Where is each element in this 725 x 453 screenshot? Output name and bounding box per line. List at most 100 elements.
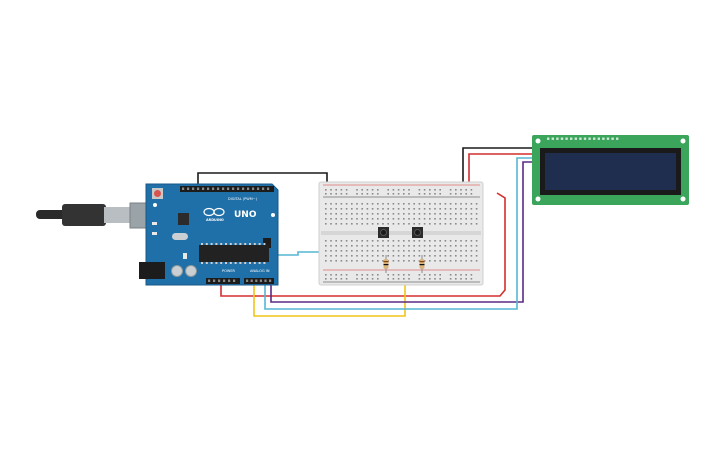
chip-leg xyxy=(220,243,223,245)
breadboard-hole xyxy=(460,213,462,215)
breadboard-hole xyxy=(470,255,473,257)
breadboard-hole xyxy=(351,203,353,205)
arduino-board[interactable]: DIGITAL (PWM~) ARDUINO UNO POWER ANALOG … xyxy=(139,183,279,286)
breadboard-hole xyxy=(429,208,431,210)
pushbutton-1[interactable] xyxy=(378,227,389,238)
breadboard-hole xyxy=(455,240,457,242)
breadboard-hole xyxy=(330,208,332,210)
breadboard-hole xyxy=(345,240,348,242)
breadboard-hole xyxy=(397,245,400,247)
breadboard-hole xyxy=(371,240,374,242)
breadboard-hole xyxy=(465,213,467,215)
breadboard-hole xyxy=(351,223,353,225)
resistor-2[interactable] xyxy=(419,255,425,273)
breadboard-hole xyxy=(418,218,421,220)
breadboard-hole xyxy=(439,218,441,220)
wire-lcd-gnd[interactable] xyxy=(462,147,533,190)
pushbutton-2-cap[interactable] xyxy=(414,229,421,236)
breadboard-hole xyxy=(351,255,353,257)
wire-lcd-vcc[interactable] xyxy=(468,153,533,190)
breadboard-hole xyxy=(465,203,467,205)
breadboard-hole xyxy=(418,250,421,252)
breadboard-hole xyxy=(397,218,400,220)
breadboard-hole xyxy=(351,218,353,220)
breadboard-hole xyxy=(475,223,478,225)
breadboard-hole xyxy=(356,278,358,280)
breadboard-hole xyxy=(449,260,452,262)
breadboard-hole xyxy=(429,240,431,242)
breadboard-hole xyxy=(361,189,363,191)
breadboard-hole xyxy=(439,250,441,252)
breadboard-hole xyxy=(418,274,421,276)
breadboard-hole xyxy=(475,218,478,220)
header-pin xyxy=(187,187,190,190)
breadboard-hole xyxy=(361,213,363,215)
breadboard-hole xyxy=(340,203,343,205)
breadboard-hole xyxy=(408,193,410,195)
chip-leg xyxy=(225,243,227,245)
reset-button[interactable] xyxy=(154,190,161,197)
breadboard-hole xyxy=(377,189,379,191)
smd-2 xyxy=(152,232,157,235)
breadboard-hole xyxy=(371,245,374,247)
breadboard-hole xyxy=(366,223,369,225)
breadboard-hole xyxy=(382,203,384,205)
wire-purple-lcd[interactable] xyxy=(270,161,533,303)
breadboard-hole xyxy=(397,250,400,252)
lcd-pin xyxy=(606,137,610,140)
icsp-header xyxy=(263,238,271,248)
breadboard-hole xyxy=(434,274,436,276)
breadboard-hole xyxy=(361,203,363,205)
breadboard-hole xyxy=(377,223,379,225)
breadboard-hole xyxy=(455,250,457,252)
lcd-pin xyxy=(579,137,582,140)
breadboard-hole xyxy=(366,189,369,191)
chip-leg xyxy=(205,262,208,264)
breadboard-hole xyxy=(460,260,462,262)
arduino-logo-icon-2 xyxy=(213,207,225,217)
breadboard-hole xyxy=(361,245,363,247)
breadboard-hole xyxy=(387,255,389,257)
breadboard-hole xyxy=(449,240,452,242)
chip-leg xyxy=(210,262,213,264)
capacitor-2 xyxy=(185,265,197,277)
pushbutton-2[interactable] xyxy=(412,227,423,238)
breadboard-hole xyxy=(475,240,478,242)
breadboard-hole xyxy=(413,208,415,210)
lcd-module[interactable] xyxy=(532,135,689,205)
header-pin xyxy=(192,187,195,190)
breadboard-hole xyxy=(340,223,343,225)
breadboard-hole xyxy=(408,260,410,262)
breadboard-hole xyxy=(392,255,395,257)
header-pin xyxy=(182,187,185,190)
wire-cyan-lcd[interactable] xyxy=(264,157,533,310)
breadboard-hole xyxy=(434,203,436,205)
breadboard-hole xyxy=(418,260,421,262)
breadboard-hole xyxy=(403,218,405,220)
breadboard-hole xyxy=(392,250,395,252)
breadboard-hole xyxy=(356,218,358,220)
mount-hole-1 xyxy=(153,203,157,207)
breadboard-hole xyxy=(392,189,395,191)
wire-5v[interactable] xyxy=(220,192,506,297)
breadboard-hole xyxy=(470,278,473,280)
breadboard-hole xyxy=(449,203,452,205)
breadboard-hole xyxy=(325,213,327,215)
breadboard-hole xyxy=(325,278,327,280)
breadboard-hole xyxy=(439,189,441,191)
breadboard-hole xyxy=(361,250,363,252)
breadboard[interactable] xyxy=(318,181,484,286)
resistor-1[interactable] xyxy=(383,255,389,273)
breadboard-hole xyxy=(366,245,369,247)
breadboard-hole xyxy=(429,223,431,225)
pushbutton-1-cap[interactable] xyxy=(380,229,387,236)
breadboard-hole xyxy=(325,274,327,276)
breadboard-hole xyxy=(444,245,447,247)
breadboard-hole xyxy=(377,245,379,247)
breadboard-hole xyxy=(382,240,384,242)
breadboard-hole xyxy=(392,203,395,205)
usb-plug-body xyxy=(62,204,106,226)
breadboard-hole xyxy=(418,208,421,210)
breadboard-hole xyxy=(397,193,400,195)
